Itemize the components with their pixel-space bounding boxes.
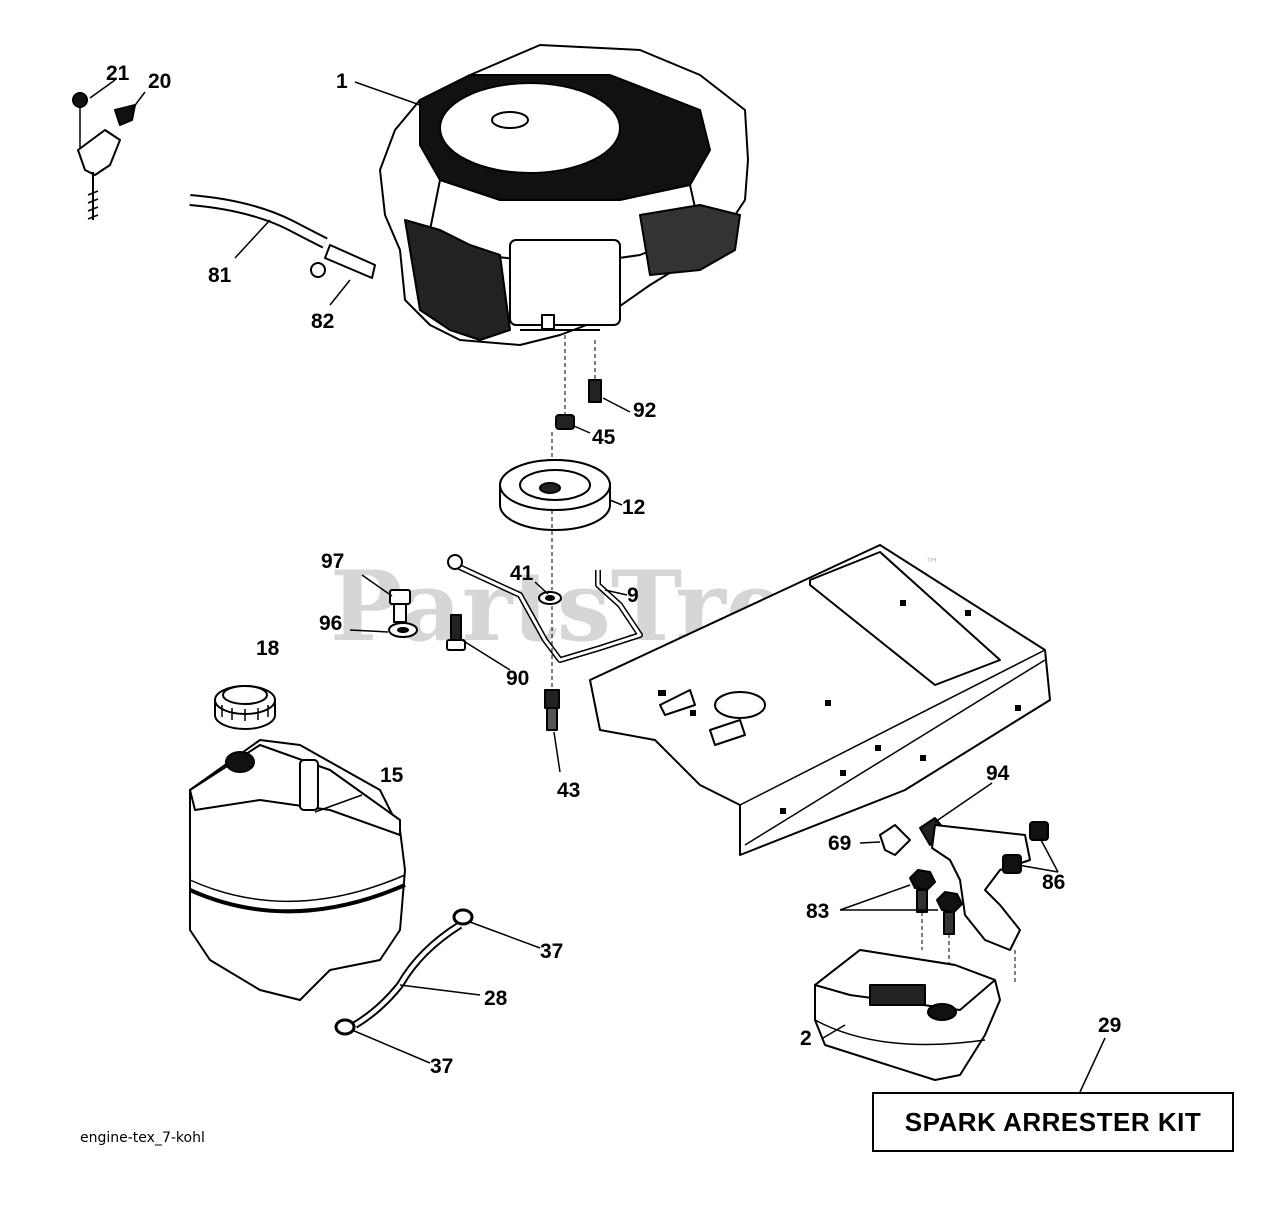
callout-2: 2 [800,1027,812,1050]
bolt-92[interactable] [588,340,602,403]
chassis-frame[interactable] [589,544,1051,856]
leader-lines [89,79,1106,1093]
callout-21: 21 [106,62,130,85]
dipstick-assembly[interactable] [72,92,136,220]
callout-9: 9 [627,584,639,607]
callout-81: 81 [208,264,232,287]
pulley[interactable] [499,432,611,531]
spark-arrester-kit-box[interactable]: SPARK ARRESTER KIT [872,1092,1234,1152]
nut-86-upper[interactable] [1029,821,1049,841]
callout-28: 28 [484,987,508,1010]
callout-45: 45 [592,426,616,449]
clutch-rod[interactable] [447,554,643,663]
callout-1: 1 [336,70,348,93]
muffler[interactable] [814,949,1016,1081]
exhaust-gasket-69[interactable] [879,824,911,856]
engine[interactable] [379,44,749,346]
callout-43: 43 [557,779,580,802]
diagram-code: engine-tex_7-kohl [80,1130,205,1146]
callout-69: 69 [828,832,851,855]
oil-drain-hose[interactable] [189,194,376,279]
callout-41: 41 [510,562,534,585]
nut-86-lower[interactable] [1002,854,1022,874]
callout-18: 18 [256,637,280,660]
callout-97: 97 [321,550,344,573]
callout-37-lower: 37 [430,1055,453,1078]
callout-83: 83 [806,900,829,923]
callout-90: 90 [506,667,529,690]
hose-clamp-upper[interactable] [452,908,474,926]
fuel-tank[interactable] [189,739,406,1001]
muffler-bolt-left[interactable] [909,869,936,950]
washer-41[interactable] [538,510,562,690]
callout-20: 20 [148,70,171,93]
bolt-43[interactable] [544,689,560,731]
watermark-tm: ™ [925,556,939,572]
callout-92: 92 [633,399,656,422]
bolt-90[interactable] [446,614,466,651]
callout-82: 82 [311,310,334,333]
callout-15: 15 [380,764,404,787]
callout-37-upper: 37 [540,940,563,963]
nut-45[interactable] [555,335,575,430]
spark-arrester-kit-label: SPARK ARRESTER KIT [904,1106,1202,1137]
muffler-bolt-right[interactable] [936,891,963,965]
callout-29: 29 [1098,1014,1121,1037]
fuel-cap[interactable] [214,685,276,730]
bolt-97[interactable] [389,589,411,623]
callout-94: 94 [986,762,1010,785]
callout-86: 86 [1042,871,1065,894]
washer-96[interactable] [388,622,418,638]
callouts: 1 2 9 12 15 18 20 21 28 29 37 37 41 43 4… [106,62,1121,1078]
callout-12: 12 [622,496,645,519]
hose-clamp-lower[interactable] [334,1018,356,1036]
callout-96: 96 [319,612,342,635]
